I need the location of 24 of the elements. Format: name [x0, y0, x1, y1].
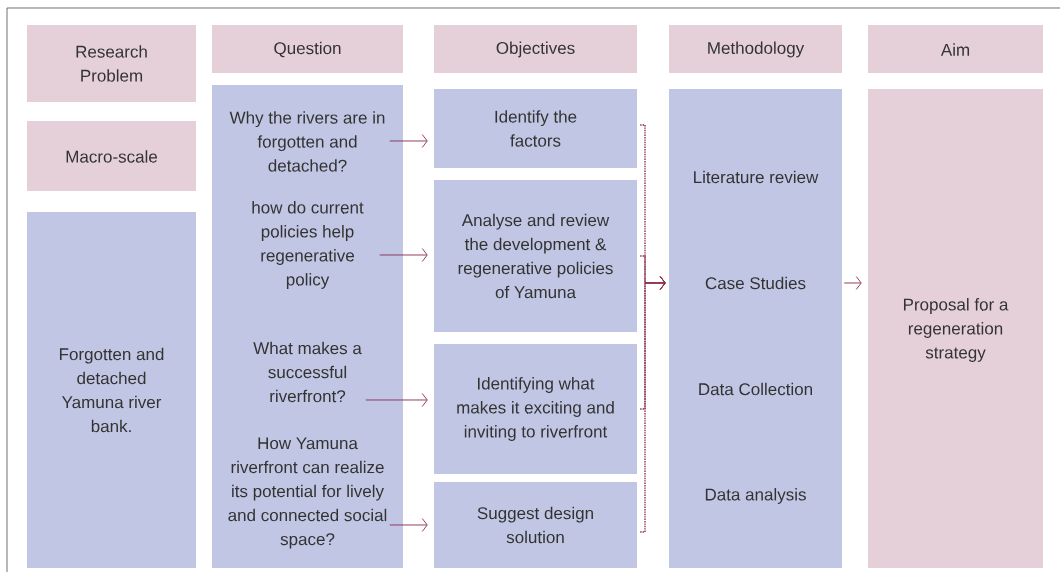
arrow [389, 134, 428, 148]
aim-box: Proposal for a regeneration strategy [868, 89, 1043, 568]
objective-box: Identify the factors [434, 89, 637, 168]
question-text: Why the rivers are in forgotten and detached? [229, 111, 385, 172]
arrow [843, 276, 862, 290]
arrow [365, 393, 428, 407]
header-box: Research Problem [27, 25, 196, 102]
arrow [639, 276, 666, 533]
objective-box: Identifying what makes it exciting and inviting to riverfront [434, 344, 637, 474]
question-text: how do current policies help regenerative policy [252, 201, 364, 289]
objective-box: Suggest design solution [434, 482, 637, 568]
question-text: How Yamuna riverfront can realize its potential for lively and connected social space? [228, 437, 387, 549]
header-box: Aim [868, 25, 1043, 73]
objective-box: Analyse and review the development & regenerative policies of Yamuna [434, 180, 637, 332]
header-box: Question [212, 25, 403, 73]
question-text: What makes a successful riverfront? [253, 341, 362, 403]
method-box: Literature review Case Studies Data Collection Data analysis [669, 89, 842, 568]
question-box [212, 85, 403, 568]
header-box: Objectives [434, 25, 637, 73]
header-box: Methodology [669, 25, 842, 73]
arrow [379, 248, 428, 262]
category-box: Macro-scale [27, 121, 196, 191]
arrow [389, 518, 428, 532]
problem-box: Forgotten and detached Yamuna river bank. [27, 212, 196, 568]
